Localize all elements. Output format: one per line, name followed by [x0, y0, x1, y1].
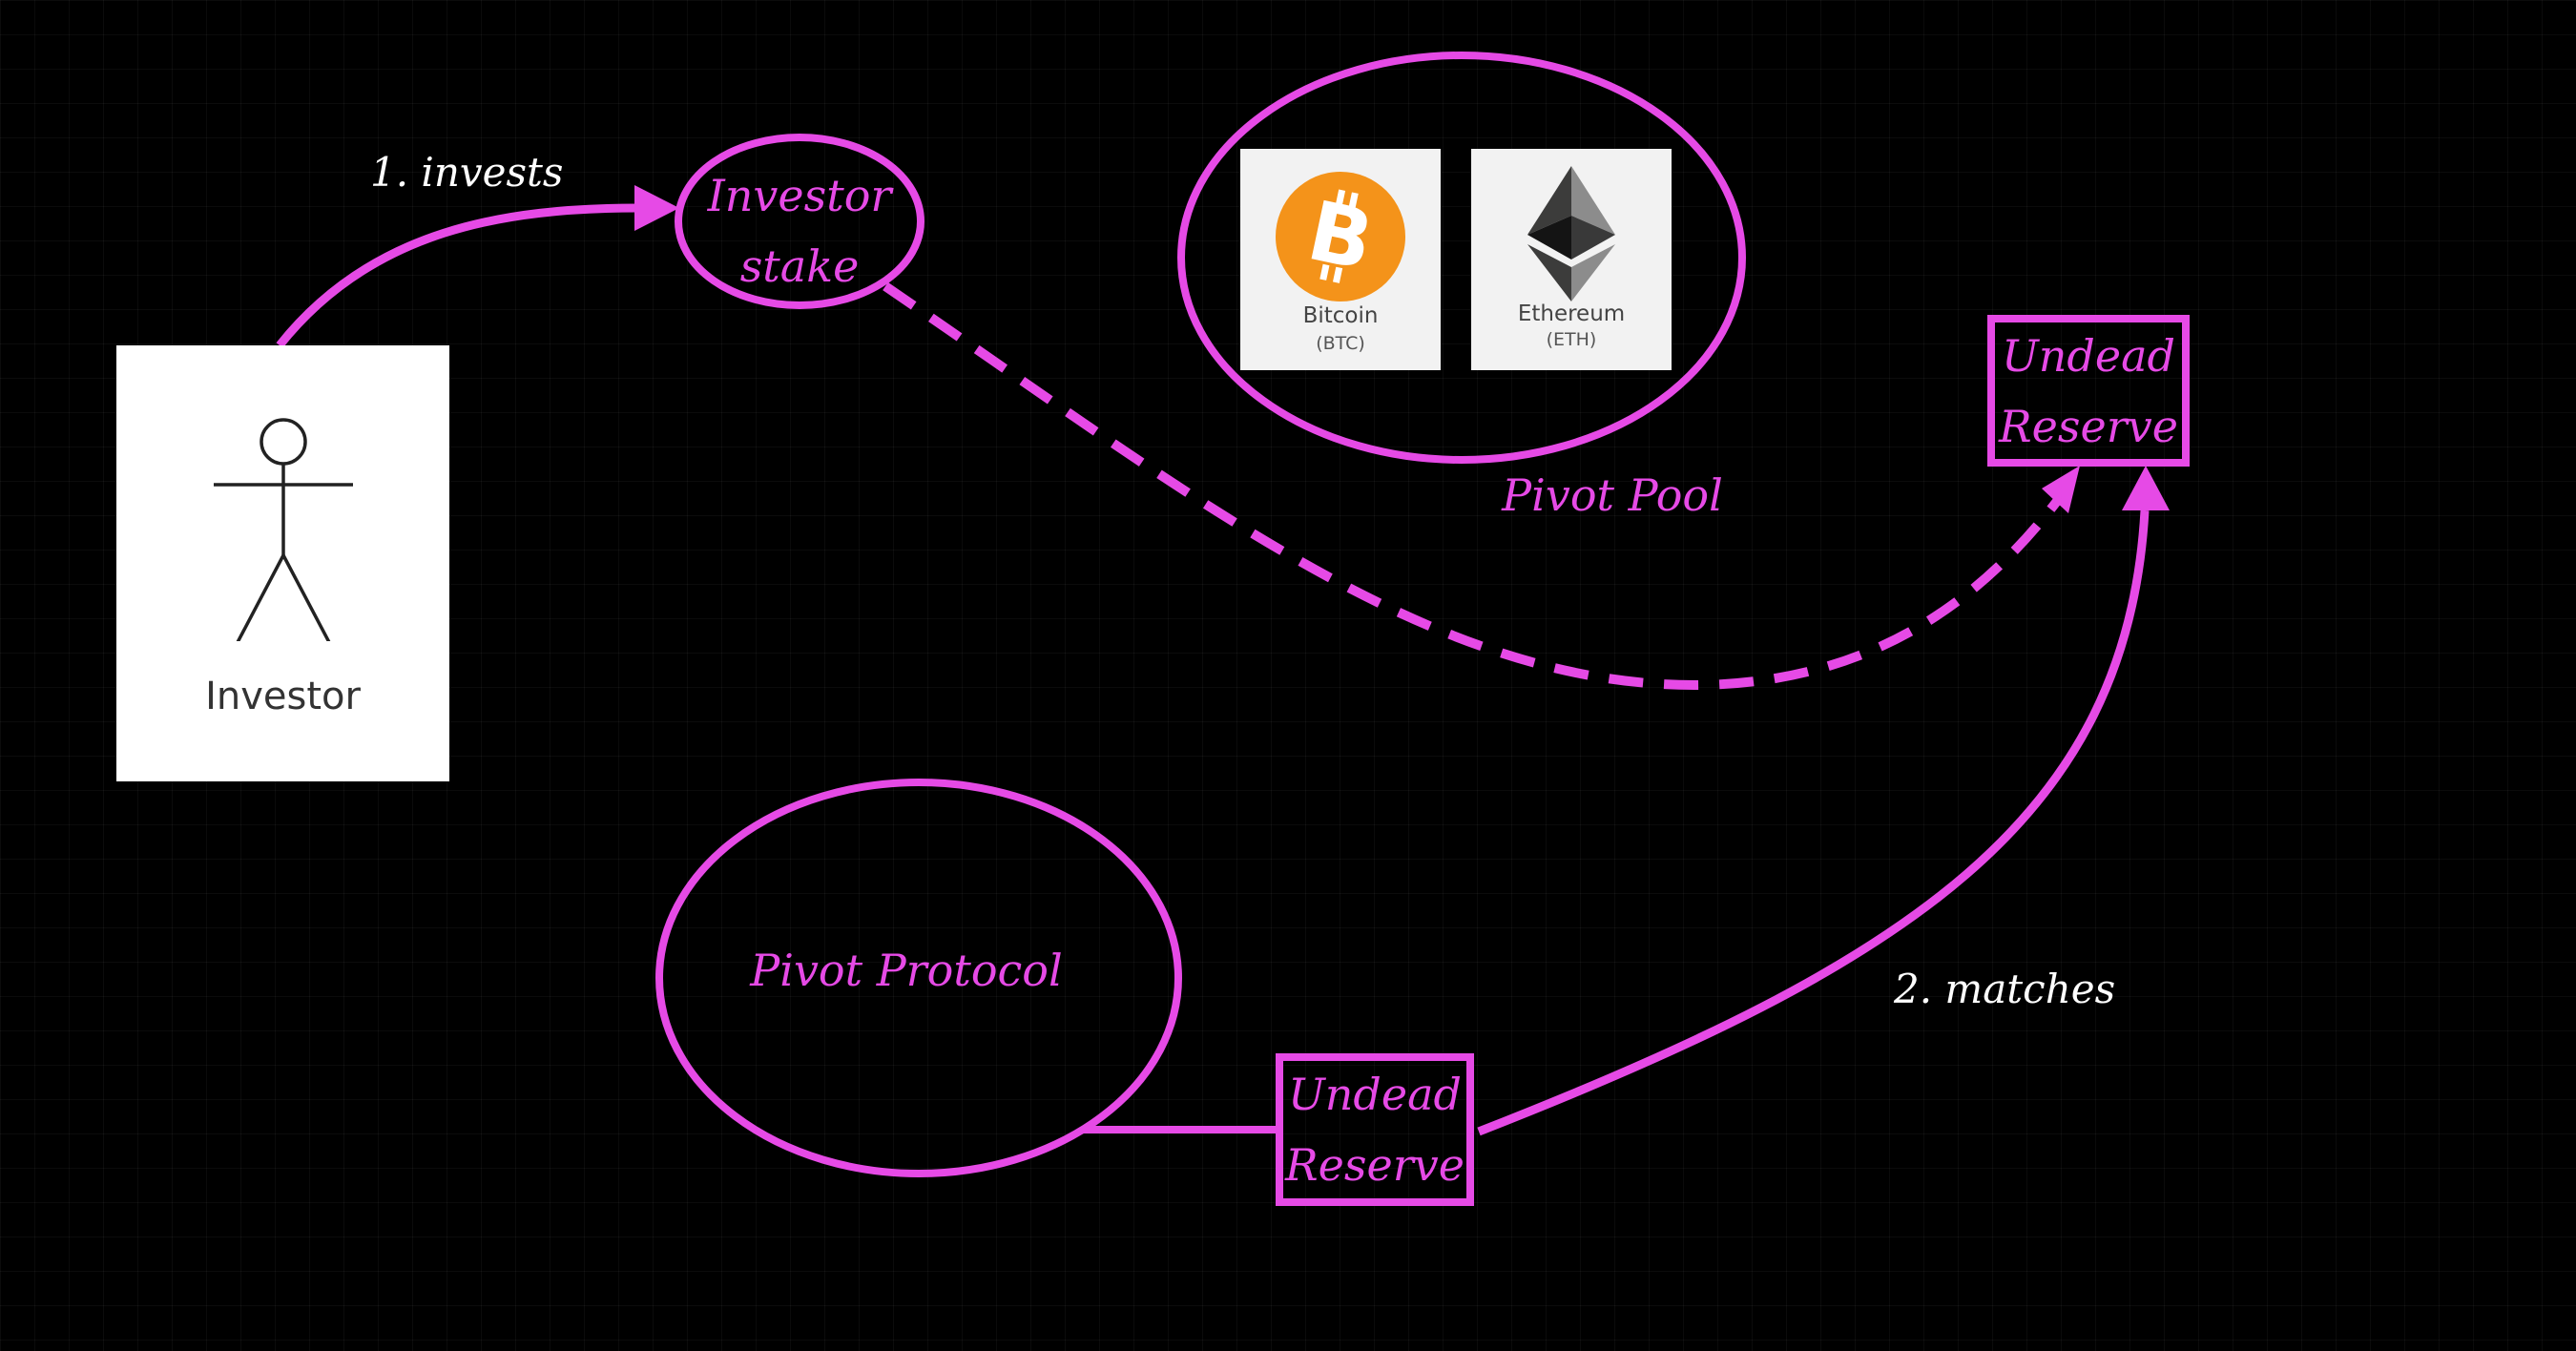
- matches-edge-label: 2. matches: [1894, 966, 2116, 1012]
- pivot-protocol-label: Pivot Protocol: [750, 945, 1063, 996]
- invests-arrow: [276, 203, 640, 348]
- undead-reserve-bottom-line2: Reserve: [1285, 1139, 1465, 1191]
- investor-actor: Investor: [116, 345, 449, 781]
- invests-edge-label: 1. invests: [370, 149, 564, 196]
- bitcoin-ticker: (BTC): [1316, 333, 1365, 354]
- ethereum-ticker: (ETH): [1546, 329, 1597, 350]
- pivot-pool-ellipse: [1177, 52, 1746, 464]
- investor-stake-ellipse: [675, 134, 924, 309]
- undead-reserve-bottom-label: Undead Reserve: [1279, 1059, 1470, 1200]
- ethereum-icon: [1527, 166, 1615, 301]
- undead-reserve-bottom-box: [1276, 1053, 1474, 1206]
- undead-reserve-top-line2: Reserve: [1999, 401, 2178, 452]
- ethereum-card: Ethereum (ETH): [1471, 149, 1672, 370]
- stake-to-reserve-dashed-arrow: [883, 281, 2065, 691]
- matches-arrowhead: [2122, 466, 2170, 510]
- bitcoin-icon: B: [1276, 172, 1405, 301]
- ethereum-name: Ethereum: [1517, 301, 1626, 326]
- investor-label: Investor: [205, 675, 361, 718]
- invests-arrowhead: [634, 185, 679, 231]
- investor-stake-line2: stake: [739, 240, 860, 292]
- undead-reserve-bottom-line1: Undead: [1288, 1069, 1462, 1120]
- undead-reserve-top-box: [1987, 315, 2190, 467]
- stick-figure-icon: [214, 418, 353, 641]
- undead-reserve-top-label: Undead Reserve: [1991, 321, 2186, 462]
- bitcoin-name: Bitcoin: [1302, 303, 1379, 328]
- undead-reserve-top-line1: Undead: [2002, 330, 2175, 382]
- dashed-arrowhead: [2042, 466, 2080, 513]
- bitcoin-card: B Bitcoin (BTC): [1240, 149, 1441, 370]
- investor-stake-label: Investor stake: [685, 160, 914, 301]
- pivot-pool-label: Pivot Pool: [1502, 469, 1723, 521]
- investor-stake-line1: Investor: [707, 170, 892, 221]
- pivot-protocol-ellipse: [655, 779, 1182, 1177]
- matches-arrow: [1477, 509, 2150, 1136]
